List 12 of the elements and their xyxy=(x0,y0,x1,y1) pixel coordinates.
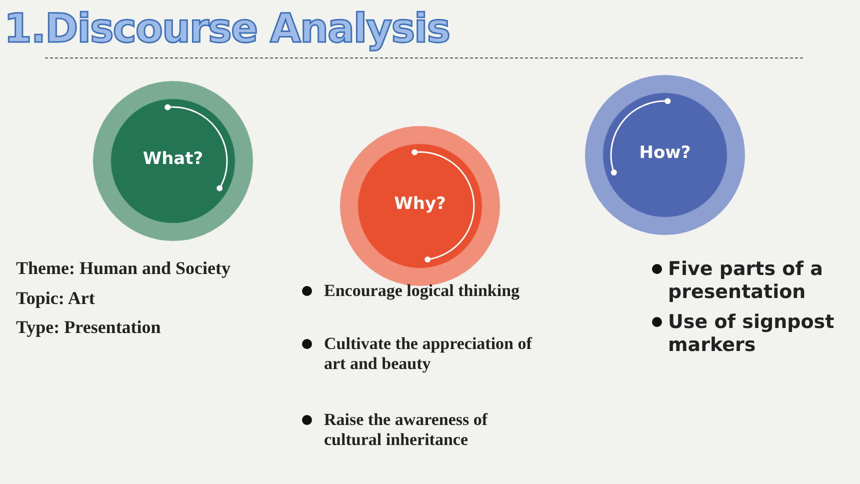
node-label: What? xyxy=(142,149,204,169)
bullet-text: Cultivate the appreciation of art and beauty xyxy=(324,334,534,375)
info-text: Theme: Human and Society xyxy=(16,258,232,279)
info-text: Topic: Art xyxy=(16,288,96,309)
info-text: Type: Presentation xyxy=(16,317,162,338)
bullet-text: Use of signpost markers xyxy=(668,311,836,357)
bullet-text: Encourage logical thinking xyxy=(324,281,520,302)
node-label: How? xyxy=(638,143,692,163)
node-label: Why? xyxy=(393,194,447,214)
bullet-text: Raise the awareness of cultural inheritance xyxy=(324,410,489,451)
bullet-text: Five parts of a presentation xyxy=(668,258,824,304)
title: 1.Discourse Analysis xyxy=(4,6,450,52)
